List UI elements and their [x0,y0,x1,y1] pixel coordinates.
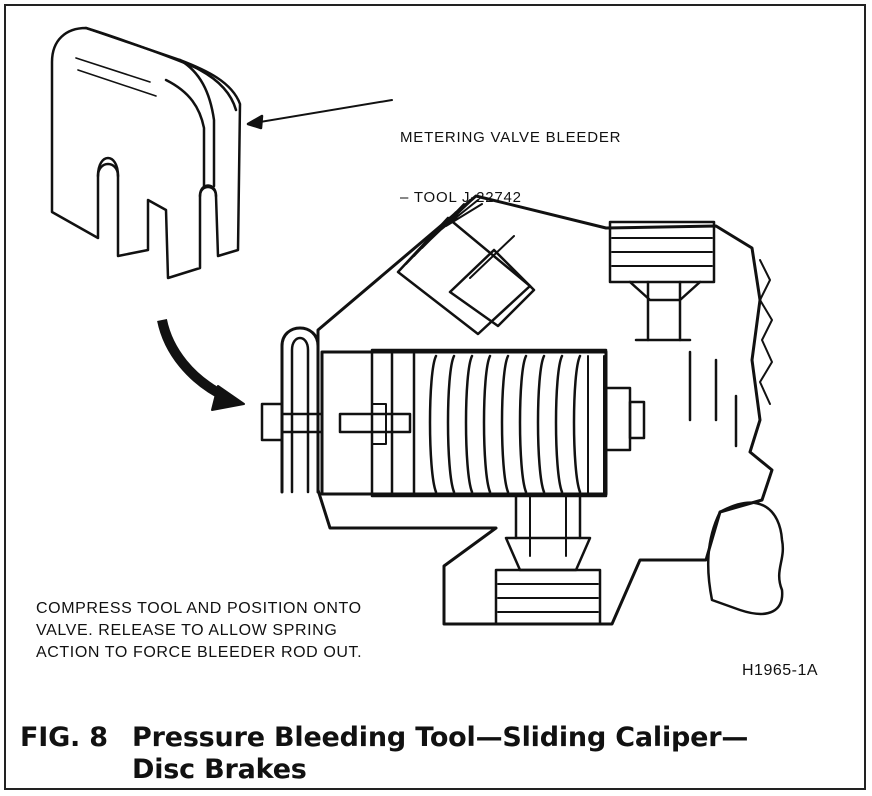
tool-callout-label: METERING VALVE BLEEDER – TOOL J-22742 [400,88,621,228]
figure-frame [4,4,866,790]
caption-line-2: Disc Brakes [132,754,307,785]
figure-number: FIG. 8 [20,722,108,753]
installed-clip [260,326,324,494]
metering-valve-body [316,194,785,626]
callout-leader-arrow [246,99,393,130]
note-line-2: VALVE. RELEASE TO ALLOW SPRING [36,622,338,639]
figure-code: H1965-1A [742,662,819,679]
note-line-3: ACTION TO FORCE BLEEDER ROD OUT. [36,644,363,661]
instruction-note: COMPRESS TOOL AND POSITION ONTO VALVE. R… [36,598,362,664]
figure-caption: FIG. 8 Pressure Bleeding Tool—Sliding Cal… [20,722,748,786]
callout-line-1: METERING VALVE BLEEDER [400,129,622,146]
bleeder-tool-clip [50,26,242,280]
caption-line-1: Pressure Bleeding Tool—Sliding Caliper— [132,722,749,753]
callout-line-2: – TOOL J-22742 [400,189,522,206]
note-line-1: COMPRESS TOOL AND POSITION ONTO [36,600,362,617]
motion-arrow [157,318,245,411]
